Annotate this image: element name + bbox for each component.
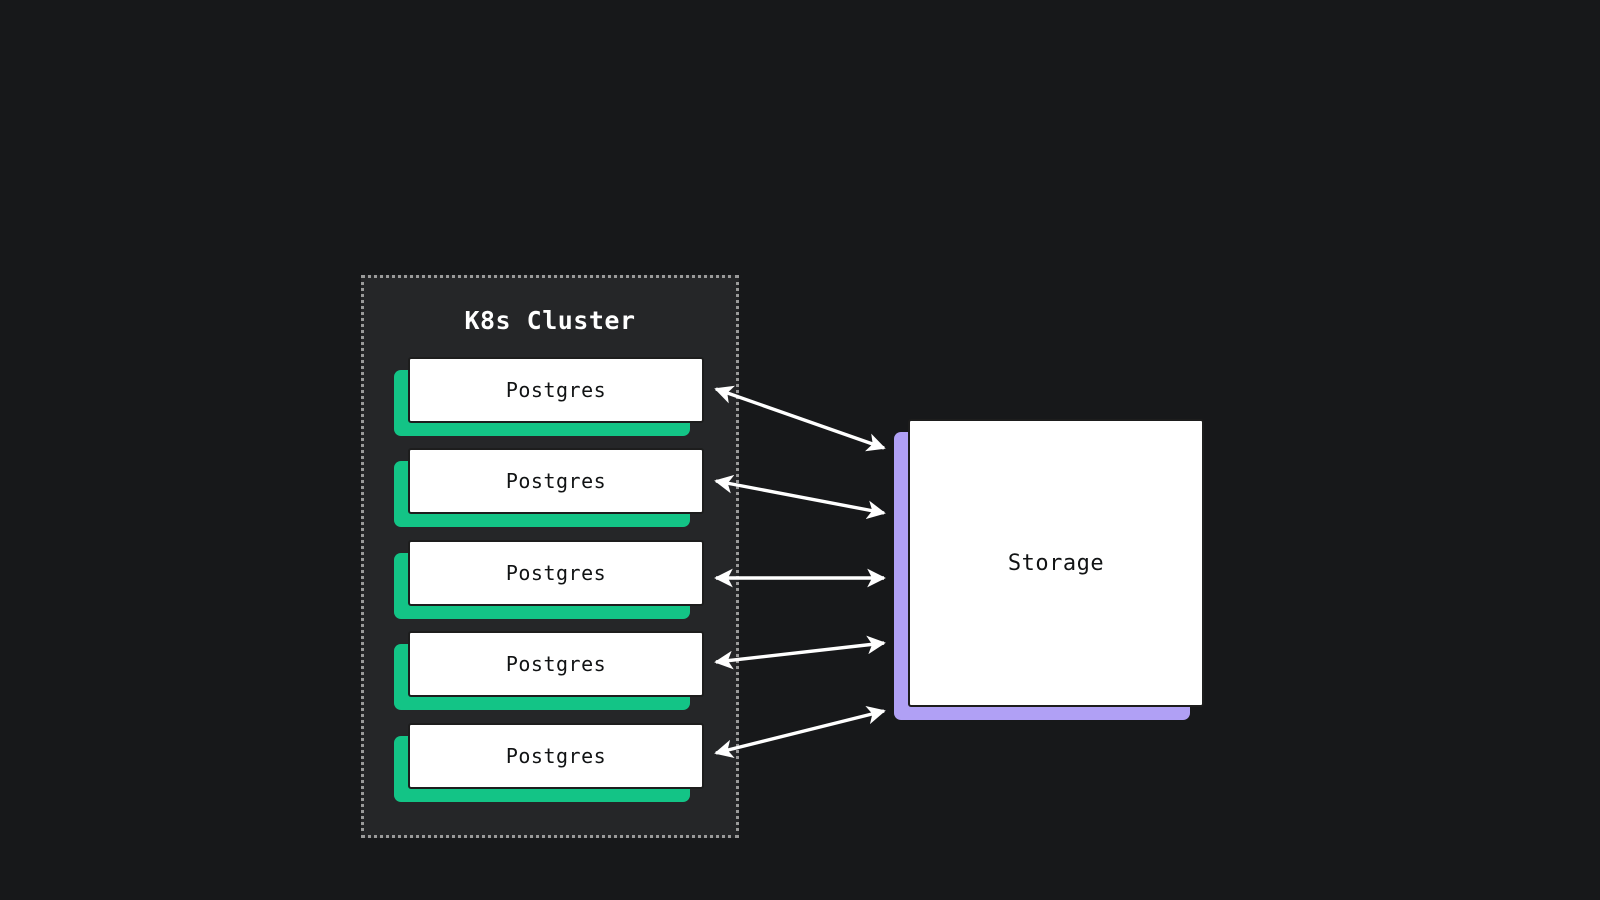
node-postgres-2[interactable]: Postgres bbox=[394, 448, 704, 527]
node-label: Storage bbox=[1007, 550, 1105, 576]
node-label: Postgres bbox=[505, 652, 607, 676]
edge-postgres-4-storage bbox=[714, 635, 886, 670]
cluster-title: K8s Cluster bbox=[464, 306, 636, 335]
node-face: Postgres bbox=[408, 631, 704, 697]
node-label: Postgres bbox=[505, 378, 607, 402]
node-face: Postgres bbox=[408, 357, 704, 423]
node-postgres-3[interactable]: Postgres bbox=[394, 540, 704, 619]
edge-postgres-1-storage bbox=[714, 385, 886, 452]
node-face: Postgres bbox=[408, 723, 704, 789]
node-postgres-1[interactable]: Postgres bbox=[394, 357, 704, 436]
node-postgres-4[interactable]: Postgres bbox=[394, 631, 704, 710]
node-label: Postgres bbox=[505, 469, 607, 493]
node-face: Postgres bbox=[408, 448, 704, 514]
edge-postgres-5-storage bbox=[714, 706, 886, 758]
node-postgres-5[interactable]: Postgres bbox=[394, 723, 704, 802]
node-label: Postgres bbox=[505, 561, 607, 585]
node-storage[interactable]: Storage bbox=[894, 419, 1204, 720]
node-face: Storage bbox=[908, 419, 1204, 707]
node-label: Postgres bbox=[505, 744, 607, 768]
node-face: Postgres bbox=[408, 540, 704, 606]
edge-postgres-2-storage bbox=[714, 474, 886, 520]
